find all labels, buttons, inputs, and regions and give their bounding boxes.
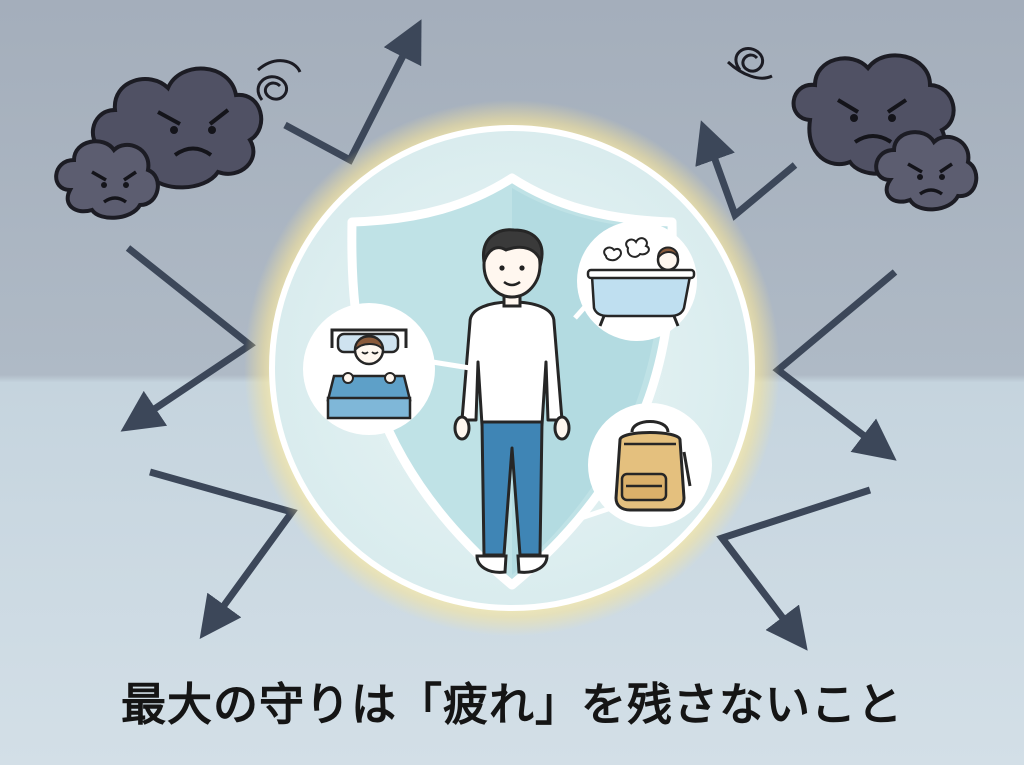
sleeping-person-icon (326, 328, 412, 420)
angry-cloud-right-small-icon (874, 130, 979, 212)
swirl-right-line-icon (726, 60, 773, 80)
swirl-left-icon (256, 75, 289, 101)
sleep-bubble (303, 303, 471, 435)
swirl-left-line-icon (257, 59, 302, 73)
backpack-bubble (574, 403, 712, 527)
bath-bubble (573, 221, 697, 341)
backpack-icon (614, 420, 692, 512)
arrow-top-right (695, 120, 798, 221)
caption-text: 最大の守りは「疲れ」を残さないこと (120, 677, 903, 731)
bathtub-icon (586, 237, 696, 327)
angry-cloud-left-small-icon (54, 139, 160, 220)
person-icon (453, 228, 571, 574)
arrow-right-lower (716, 486, 872, 651)
swirl-right-icon (734, 47, 765, 73)
